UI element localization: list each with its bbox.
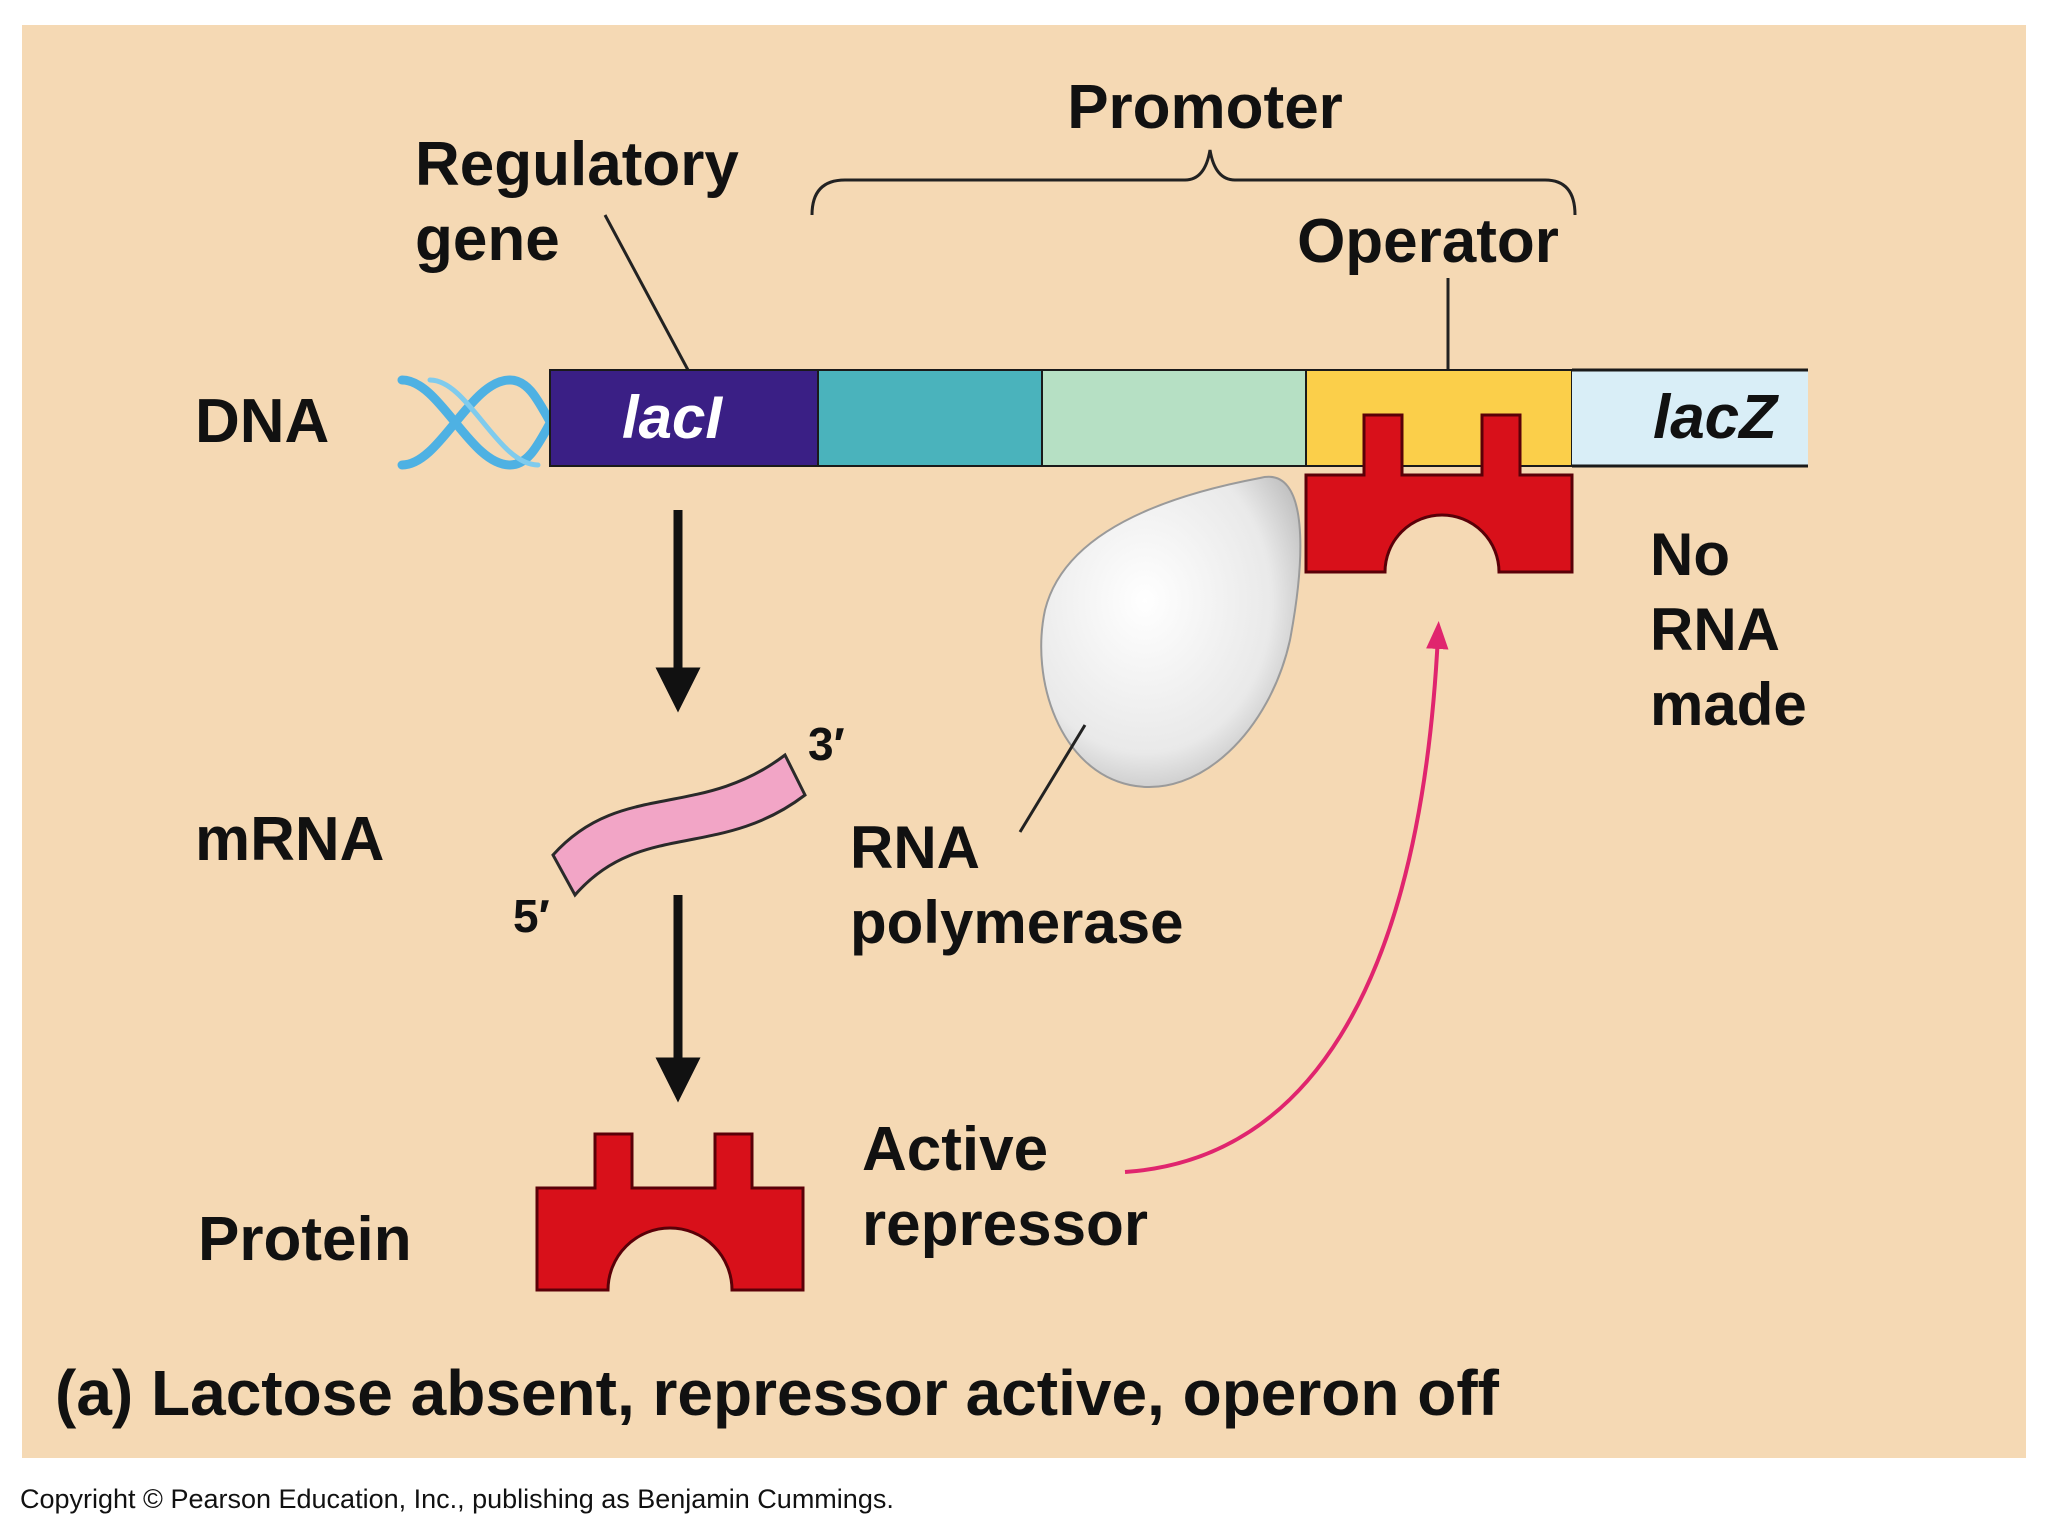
no-rna-label-line3: made — [1650, 671, 1807, 738]
regulatory-gene-pointer — [603, 214, 690, 371]
laci-gene-label: lacI — [622, 384, 723, 451]
rna-polymerase-pointer — [1018, 724, 1087, 833]
promoter-bracket — [810, 149, 1577, 216]
rna-polymerase-label-line2: polymerase — [850, 889, 1184, 956]
rna-polymerase-label-line1: RNA — [850, 814, 980, 881]
figure-caption: (a) Lactose absent, repressor active, op… — [55, 1357, 1500, 1429]
five-prime-label: 5′ — [513, 890, 550, 942]
background-panel — [22, 25, 2026, 1458]
promoter-label: Promoter — [1067, 73, 1343, 142]
mrna-label: mRNA — [195, 805, 384, 874]
no-rna-label-line1: No — [1650, 521, 1730, 588]
protein-label: Protein — [198, 1205, 412, 1274]
active-repressor-shape — [535, 1132, 805, 1292]
lacz-segment — [1572, 370, 1808, 466]
copyright-notice: Copyright © Pearson Education, Inc., pub… — [20, 1484, 894, 1514]
dna-label: DNA — [195, 387, 329, 456]
mrna-strand — [551, 752, 807, 898]
regulatory-gene-label-line2: gene — [415, 205, 560, 274]
no-rna-label-line2: RNA — [1650, 596, 1780, 663]
rna-polymerase-shape — [1040, 475, 1302, 788]
regulatory-gene-label-line1: Regulatory — [415, 130, 739, 199]
operator-segment — [1305, 369, 1573, 467]
bound-repressor-shape — [1304, 413, 1574, 574]
operator-label: Operator — [1297, 207, 1559, 276]
promoter-segment-1 — [817, 369, 1043, 467]
active-repressor-label-line2: repressor — [862, 1190, 1148, 1259]
promoter-segment-2 — [1041, 369, 1307, 467]
active-repressor-label-line1: Active — [862, 1115, 1048, 1184]
lacz-gene-label: lacZ — [1653, 383, 1779, 452]
three-prime-label: 3′ — [808, 718, 845, 770]
dna-helix-icon — [397, 375, 557, 470]
repressor-binding-arrow — [1124, 621, 1449, 1174]
